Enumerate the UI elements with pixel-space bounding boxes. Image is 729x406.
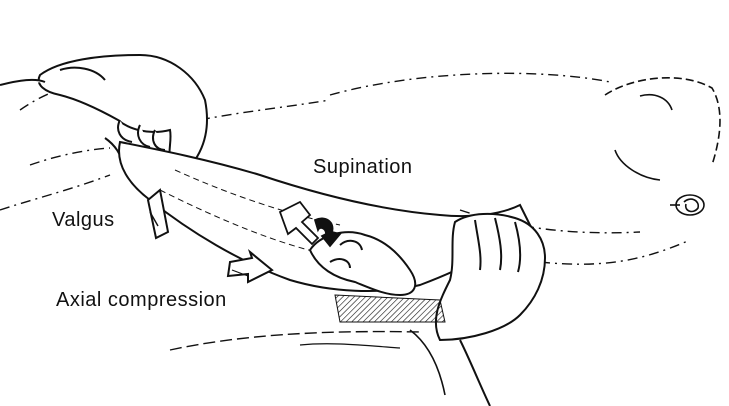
examiner-left-hand: [0, 55, 207, 169]
patient-head: [605, 78, 720, 215]
supination-label: Supination: [313, 157, 413, 177]
axial-compression-label: Axial compression: [56, 290, 227, 310]
examiner-right-hand: [436, 214, 545, 406]
valgus-label: Valgus: [52, 210, 115, 230]
